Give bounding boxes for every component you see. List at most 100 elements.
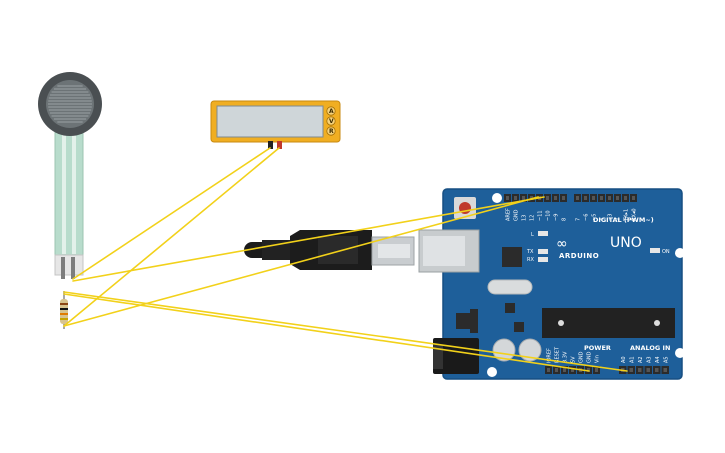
pin-label: ~5 — [592, 214, 598, 221]
capacitor — [518, 338, 542, 362]
wire-fsr-to-multimeter-black[interactable] — [72, 147, 271, 280]
mounting-hole — [487, 367, 497, 377]
led-tx-label: TX — [526, 249, 534, 255]
wire-resistor-to-analog-a0[interactable] — [63, 291, 628, 372]
multimeter-icon[interactable]: A V R — [210, 100, 341, 149]
digital-pins-label: DIGITAL (PWM~) — [593, 216, 654, 224]
header-pin-hole — [655, 368, 659, 372]
power-jack-front — [433, 345, 443, 369]
capacitor — [492, 338, 516, 362]
board-brand-label: ARDUINO — [559, 252, 599, 260]
header-pin-hole — [595, 368, 598, 372]
header-pin-hole — [563, 368, 566, 372]
multimeter-screen — [216, 105, 324, 138]
header-pin-hole — [547, 368, 550, 372]
multimeter-mode-button-v[interactable] — [326, 116, 336, 126]
pin-label: AREF — [506, 208, 512, 221]
wires[interactable] — [63, 147, 628, 372]
multimeter-probe-black[interactable] — [268, 141, 273, 149]
pin-label: Vin — [595, 355, 601, 363]
smd-chip — [505, 303, 515, 313]
pin-label: A4 — [655, 356, 661, 363]
pin-label: A1 — [629, 356, 635, 363]
pin-label: ~6 — [584, 214, 590, 221]
pin-label: TX▸1 — [624, 209, 630, 222]
usb-cable-icon[interactable] — [244, 230, 415, 270]
pin-label: 8 — [562, 218, 568, 221]
resistor-band — [60, 313, 68, 315]
multimeter-mode-r-label: R — [329, 128, 334, 135]
arduino-logo-icon: ∞ — [556, 236, 568, 252]
pin-label: 3.3V — [563, 351, 569, 363]
pin-label: 2 — [616, 218, 622, 221]
header-pin-hole — [506, 196, 509, 200]
resistor-icon[interactable] — [60, 291, 68, 329]
led-tx — [538, 249, 548, 254]
multimeter-mode-button-a[interactable] — [326, 106, 336, 116]
pin-label: GND — [514, 209, 520, 221]
header-pin-hole — [587, 368, 590, 372]
pin-label: 7 — [576, 218, 582, 221]
pin-label: RESET — [555, 346, 561, 363]
led-l-label: L — [531, 232, 534, 238]
header-pin-hole — [514, 196, 517, 200]
pin-label: A3 — [646, 356, 652, 363]
multimeter-probe-red[interactable] — [277, 141, 282, 149]
wire-resistor-to-power-gnd[interactable] — [63, 293, 590, 372]
resistor-band — [60, 308, 68, 310]
header-pin-hole — [576, 196, 579, 200]
multimeter-mode-a-label: A — [329, 108, 334, 115]
pin-label: 13 — [522, 215, 528, 221]
mounting-hole — [492, 193, 502, 203]
usb-cable-strain-relief — [262, 240, 292, 260]
chip-dot — [654, 320, 660, 326]
header-pin-hole — [663, 368, 667, 372]
fsr-pin-2[interactable] — [71, 257, 75, 279]
pin-label: ~10 — [546, 210, 552, 221]
led-l — [538, 231, 548, 236]
header-pin-hole — [616, 196, 619, 200]
wire-fsr-to-5v[interactable] — [72, 196, 545, 282]
resistor-body — [60, 299, 68, 324]
wire-resistor-to-gnd[interactable] — [63, 196, 539, 327]
fsr-trace — [72, 128, 76, 254]
pin-label: GND — [579, 351, 585, 363]
fsr-tail — [54, 124, 84, 258]
header-pin-hole — [592, 196, 595, 200]
pin-label: ~11 — [538, 210, 544, 221]
voltage-regulator-tab — [470, 309, 478, 333]
voltage-regulator — [456, 313, 470, 329]
usb-cable-plug-metal-inner — [378, 244, 410, 258]
atmega-microcontroller — [542, 308, 675, 338]
header-pin-hole — [584, 196, 587, 200]
multimeter-mode-button-r[interactable] — [326, 126, 336, 136]
pin-label: GND — [587, 351, 593, 363]
power-pin-header[interactable] — [545, 366, 600, 374]
fsr-pin-1[interactable] — [61, 257, 65, 279]
header-pin-hole — [555, 368, 558, 372]
header-pin-hole — [546, 196, 549, 200]
smd-chip — [514, 322, 524, 332]
multimeter-mode-v-label: V — [329, 118, 334, 125]
mounting-hole — [675, 248, 685, 258]
pin-label: 5V — [571, 356, 577, 363]
pin-label: A5 — [663, 356, 669, 363]
force-sensitive-resistor-icon[interactable] — [38, 72, 102, 279]
header-pin-hole — [638, 368, 642, 372]
power-pins-label: POWER — [584, 344, 611, 352]
pin-label: 4 — [600, 218, 606, 221]
analog-pins-label: ANALOG IN — [630, 344, 670, 352]
header-pin-hole — [522, 196, 525, 200]
header-pin-hole — [571, 368, 574, 372]
header-pin-hole — [600, 196, 603, 200]
mounting-hole — [675, 348, 685, 358]
pin-label: 12 — [530, 215, 536, 221]
pin-label: A0 — [621, 356, 627, 363]
usb-interface-chip — [502, 247, 522, 267]
fsr-trace — [62, 128, 66, 254]
arduino-uno-board[interactable]: L TX RX ON ∞ UNO ARDUINO DIGITAL (PWM~) … — [418, 188, 685, 380]
header-pin-hole — [624, 196, 627, 200]
